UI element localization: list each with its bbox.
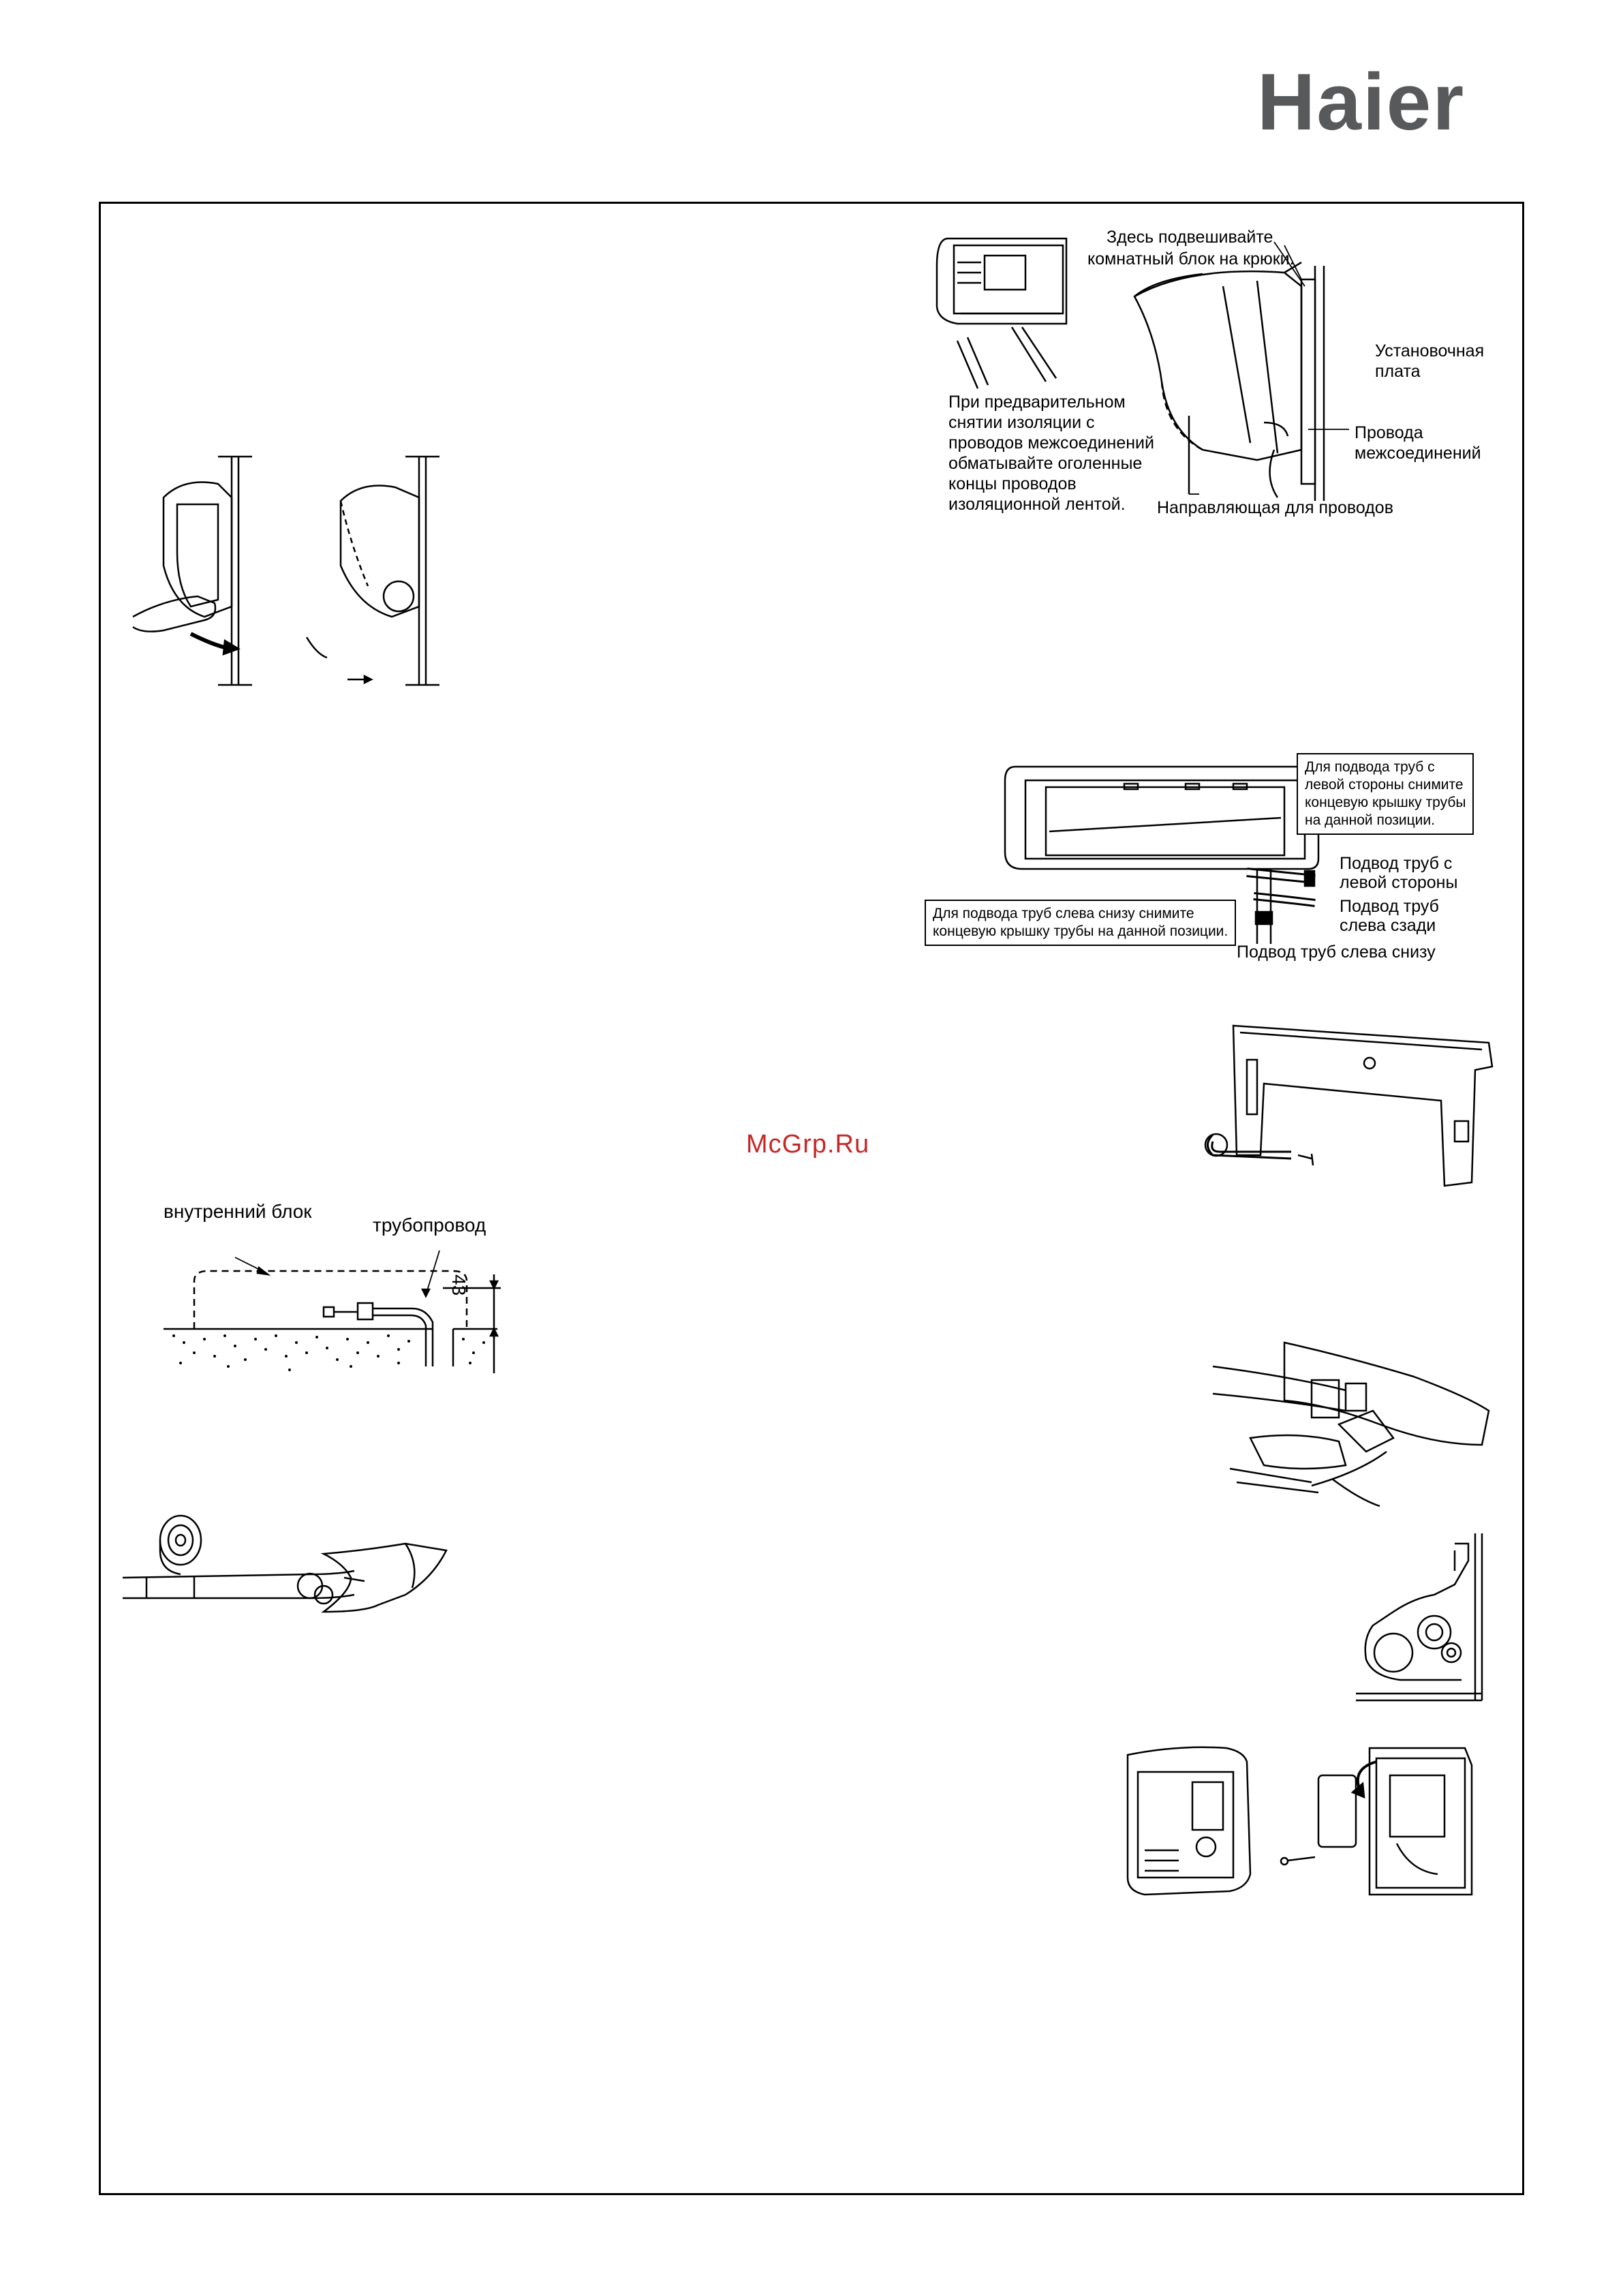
hook-label-line1: Здесь подвешивайте [1107,228,1273,247]
indoor-unit-hang-illustration [936,237,1349,501]
bottom-cap-note: Для подвода труб слева снизу снимите кон… [925,900,1237,946]
left-cap-note-line4: на данной позиции. [1305,812,1435,828]
insulation-line-2: снятии изоляции с [948,413,1095,432]
pipeline-label: трубопровод [373,1214,486,1236]
left-cap-note-line3: концевую крышку трубы [1305,795,1466,810]
dimension-43: 43 [448,1274,469,1296]
insulation-line-5: концы проводов [948,474,1077,493]
plate-label-line1: Установочная [1375,341,1485,361]
haier-logo-mark: Haier [1257,57,1464,147]
left-cap-note: Для подвода труб с левой стороны снимите… [1297,753,1474,835]
left-cap-note-line1: Для подвода труб с [1305,759,1435,775]
wire-guide-label: Направляющая для проводов [1157,498,1393,517]
pipe-clamp-illustration [1356,1533,1483,1702]
wires-label-line2: межсоединений [1355,444,1481,463]
left-rear-piping-line2: слева сзади [1340,916,1436,935]
wrench-tightening-illustration [1212,1341,1490,1507]
insulation-note: При предварительном снятии изоляции с пр… [948,392,1154,515]
logo-text: Haier [1257,57,1465,147]
unit-tilt-illustration [132,455,439,686]
left-rear-piping-line1: Подвод труб [1340,897,1439,916]
plate-label-line2: плата [1375,362,1421,381]
insulation-line-3: проводов межсоединений [948,433,1154,453]
indoor-unit-label: внутренний блок [164,1201,312,1222]
insulation-line-1: При предварительном [948,393,1126,412]
bottom-cap-note-line2: концевую крышку трубы на данной позиции. [933,923,1228,939]
bottom-cap-note-line1: Для подвода труб слева снизу снимите [933,906,1194,921]
wires-label-line1: Провода [1355,423,1423,442]
left-bottom-piping-label: Подвод труб слева снизу [1237,943,1436,962]
watermark: McGrp.Ru [746,1130,870,1159]
left-side-piping-line1: Подвод труб с [1340,854,1453,873]
left-side-piping-line2: левой стороны [1340,873,1458,892]
page-frame [99,202,1524,2195]
haier-logo: Haier [1257,57,1523,147]
left-cap-note-line2: левой стороны снимите [1305,777,1464,793]
terminal-cover-illustration [1126,1746,1473,1896]
pipeline-dimension-illustration [164,1250,501,1373]
insulation-line-4: обматывайте оголенные [948,454,1143,473]
mounting-plate-illustration [1204,1024,1494,1187]
hook-label-line2: комнатный блок на крюки. [1087,249,1295,269]
insulation-line-6: изоляционной лентой. [948,495,1126,514]
tape-wrapping-illustration [122,1514,448,1613]
